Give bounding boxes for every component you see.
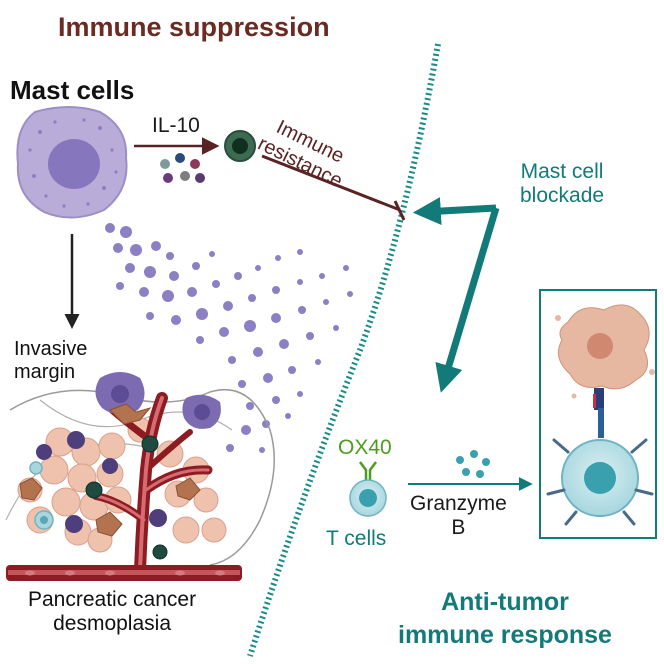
pancreatic-cancer-label: Pancreatic cancer desmoplasia — [28, 588, 197, 636]
mast-cells-label: Mast cells — [10, 75, 135, 105]
cytokine-dots — [160, 153, 205, 183]
tumor-cell — [555, 304, 655, 399]
granzyme-dots — [456, 450, 490, 478]
tcr-receptor — [593, 388, 604, 438]
mast-cell — [16, 106, 128, 219]
target-cell — [224, 130, 256, 162]
killing-panel — [539, 289, 657, 539]
granule-spray — [105, 223, 353, 453]
granzyme-b-label: Granzyme B — [410, 492, 507, 540]
divider-dotted-line — [247, 43, 441, 657]
invasive-margin-label: Invasive margin — [14, 338, 88, 383]
tumor-microenvironment — [5, 372, 275, 581]
blockade-arrows — [412, 197, 500, 393]
anti-tumor-response-label: Anti-tumor immune response — [398, 588, 612, 649]
killer-t-cell — [546, 438, 654, 526]
inhibition-line — [261, 154, 406, 221]
mast-cell-blockade-label: Mast cell blockade — [520, 160, 605, 208]
ox40-receptor — [359, 461, 377, 480]
ox40-label: OX40 — [338, 436, 392, 459]
t-cells-label: T cells — [326, 527, 387, 550]
t-cell — [349, 479, 387, 517]
il10-label: IL-10 — [152, 114, 200, 137]
title-immune-suppression: Immune suppression — [58, 12, 330, 42]
